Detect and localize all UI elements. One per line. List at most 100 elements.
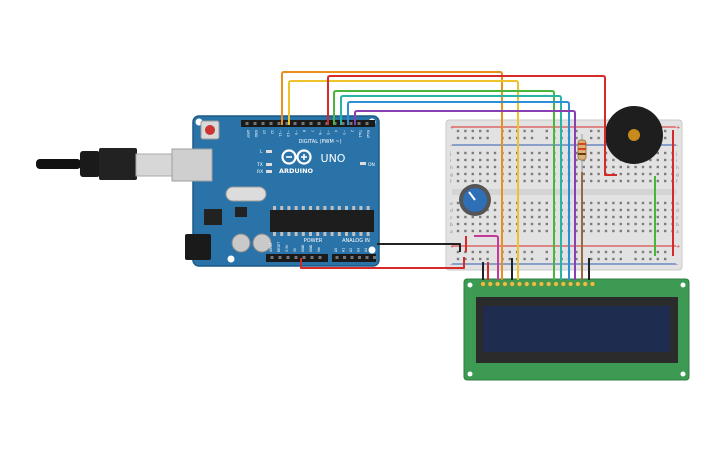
breadboard-hole	[493, 215, 497, 219]
header-pin[interactable]	[277, 122, 281, 125]
header-pin[interactable]	[358, 256, 361, 259]
rail-hole	[486, 129, 489, 133]
breadboard-hole	[627, 208, 630, 212]
breadboard-hole	[597, 151, 600, 155]
breadboard-hole	[634, 165, 637, 169]
lcd-pin[interactable]	[502, 281, 508, 287]
breadboard-hole	[486, 208, 489, 212]
power-pin-label: 5V	[293, 247, 297, 252]
lcd-pin[interactable]	[538, 281, 544, 287]
mcu-leg	[309, 206, 312, 210]
header-pin[interactable]	[365, 122, 369, 125]
lcd-pin[interactable]	[480, 281, 486, 287]
wire-green[interactable]	[333, 90, 555, 280]
row-letter: a	[676, 230, 679, 235]
header-pin[interactable]	[286, 256, 290, 259]
piezo-buzzer-icon[interactable]	[605, 106, 663, 164]
breadboard-hole	[619, 222, 622, 226]
rail-hole	[664, 250, 667, 254]
breadboard-hole	[530, 229, 534, 233]
lcd-16x2-display[interactable]	[463, 278, 690, 381]
breadboard-hole	[656, 215, 659, 219]
wire-magenta[interactable]	[474, 235, 499, 280]
lcd-pin[interactable]	[560, 281, 566, 287]
header-pin[interactable]	[341, 122, 345, 125]
lcd-pin[interactable]	[487, 281, 493, 287]
row-letter: j	[675, 151, 677, 157]
rail-sign: +	[676, 125, 680, 131]
lcd-pin[interactable]	[509, 281, 515, 287]
header-pin[interactable]	[318, 256, 322, 259]
breadboard-hole	[575, 201, 578, 205]
header-pin[interactable]	[309, 122, 313, 125]
header-pin[interactable]	[245, 122, 249, 125]
lcd-pin[interactable]	[546, 281, 552, 287]
mcu-leg	[316, 232, 320, 236]
header-pin[interactable]	[278, 256, 282, 259]
wire-blue[interactable]	[347, 101, 570, 280]
potentiometer-icon[interactable]	[459, 184, 491, 216]
rail-hole	[641, 257, 645, 261]
header-pin[interactable]	[270, 256, 274, 259]
lcd-pin[interactable]	[516, 281, 523, 287]
resistor-icon[interactable]	[577, 134, 587, 172]
wire-black-gnd[interactable]	[377, 243, 461, 252]
lcd-pin[interactable]	[495, 281, 501, 287]
wire-red-5v[interactable]	[300, 257, 465, 269]
lcd-pin[interactable]	[524, 281, 530, 287]
rail-hole	[523, 129, 526, 133]
breadboard-hole	[612, 222, 615, 226]
lcd-pin[interactable]	[531, 281, 537, 287]
header-pin[interactable]	[269, 122, 273, 125]
wire-purple[interactable]	[354, 110, 576, 280]
mounting-hole	[680, 371, 686, 377]
wires[interactable]	[281, 71, 674, 280]
rx-led-label: RX	[257, 169, 263, 175]
brand-label: ARDUINO	[279, 167, 314, 175]
arduino-uno-board[interactable]: ARDUINO UNO DIGITAL (PWM ~) POWER ANALOG…	[36, 115, 380, 267]
header-pin[interactable]	[343, 256, 346, 259]
wire-orange[interactable]	[281, 71, 503, 280]
header-pin[interactable]	[317, 122, 321, 125]
wire-teal[interactable]	[340, 95, 562, 280]
header-pin[interactable]	[294, 256, 298, 259]
on-label: ON	[368, 162, 375, 168]
wire-yellow[interactable]	[288, 80, 519, 280]
header-pin[interactable]	[301, 122, 305, 125]
header-pin[interactable]	[302, 256, 306, 259]
header-pin[interactable]	[373, 256, 376, 259]
breadboard-hole	[471, 179, 474, 183]
breadboard-hole	[464, 179, 467, 183]
header-pin[interactable]	[293, 122, 297, 125]
wire-red-top[interactable]	[327, 75, 617, 176]
lcd-pin[interactable]	[575, 281, 581, 287]
header-pin[interactable]	[349, 122, 353, 125]
lcd-pin[interactable]	[582, 281, 588, 287]
breadboard-hole	[619, 215, 622, 219]
header-pin[interactable]	[350, 256, 354, 259]
header-pin[interactable]	[365, 256, 369, 259]
rail-hole	[612, 257, 615, 261]
lcd-pin[interactable]	[589, 281, 596, 287]
breadboard-hole	[456, 201, 460, 205]
breadboard-hole	[523, 208, 526, 212]
header-pin[interactable]	[253, 122, 257, 125]
header-pin[interactable]	[285, 122, 289, 125]
rail-hole	[545, 250, 548, 254]
reset-button-icon[interactable]	[200, 120, 220, 140]
header-pin[interactable]	[357, 122, 361, 125]
breadboard-hole	[656, 158, 659, 162]
lcd-pin[interactable]	[553, 281, 559, 287]
mounting-hole	[227, 255, 235, 263]
digital-pin-label: 8	[302, 130, 306, 132]
lcd-pin[interactable]	[568, 281, 574, 287]
header-pin[interactable]	[310, 256, 314, 259]
header-pin[interactable]	[261, 122, 265, 125]
mcu-leg	[273, 232, 276, 236]
breadboard-hole	[508, 179, 511, 183]
rail-hole	[530, 250, 534, 254]
header-pin[interactable]	[335, 256, 339, 259]
breadboard-hole	[656, 208, 659, 212]
